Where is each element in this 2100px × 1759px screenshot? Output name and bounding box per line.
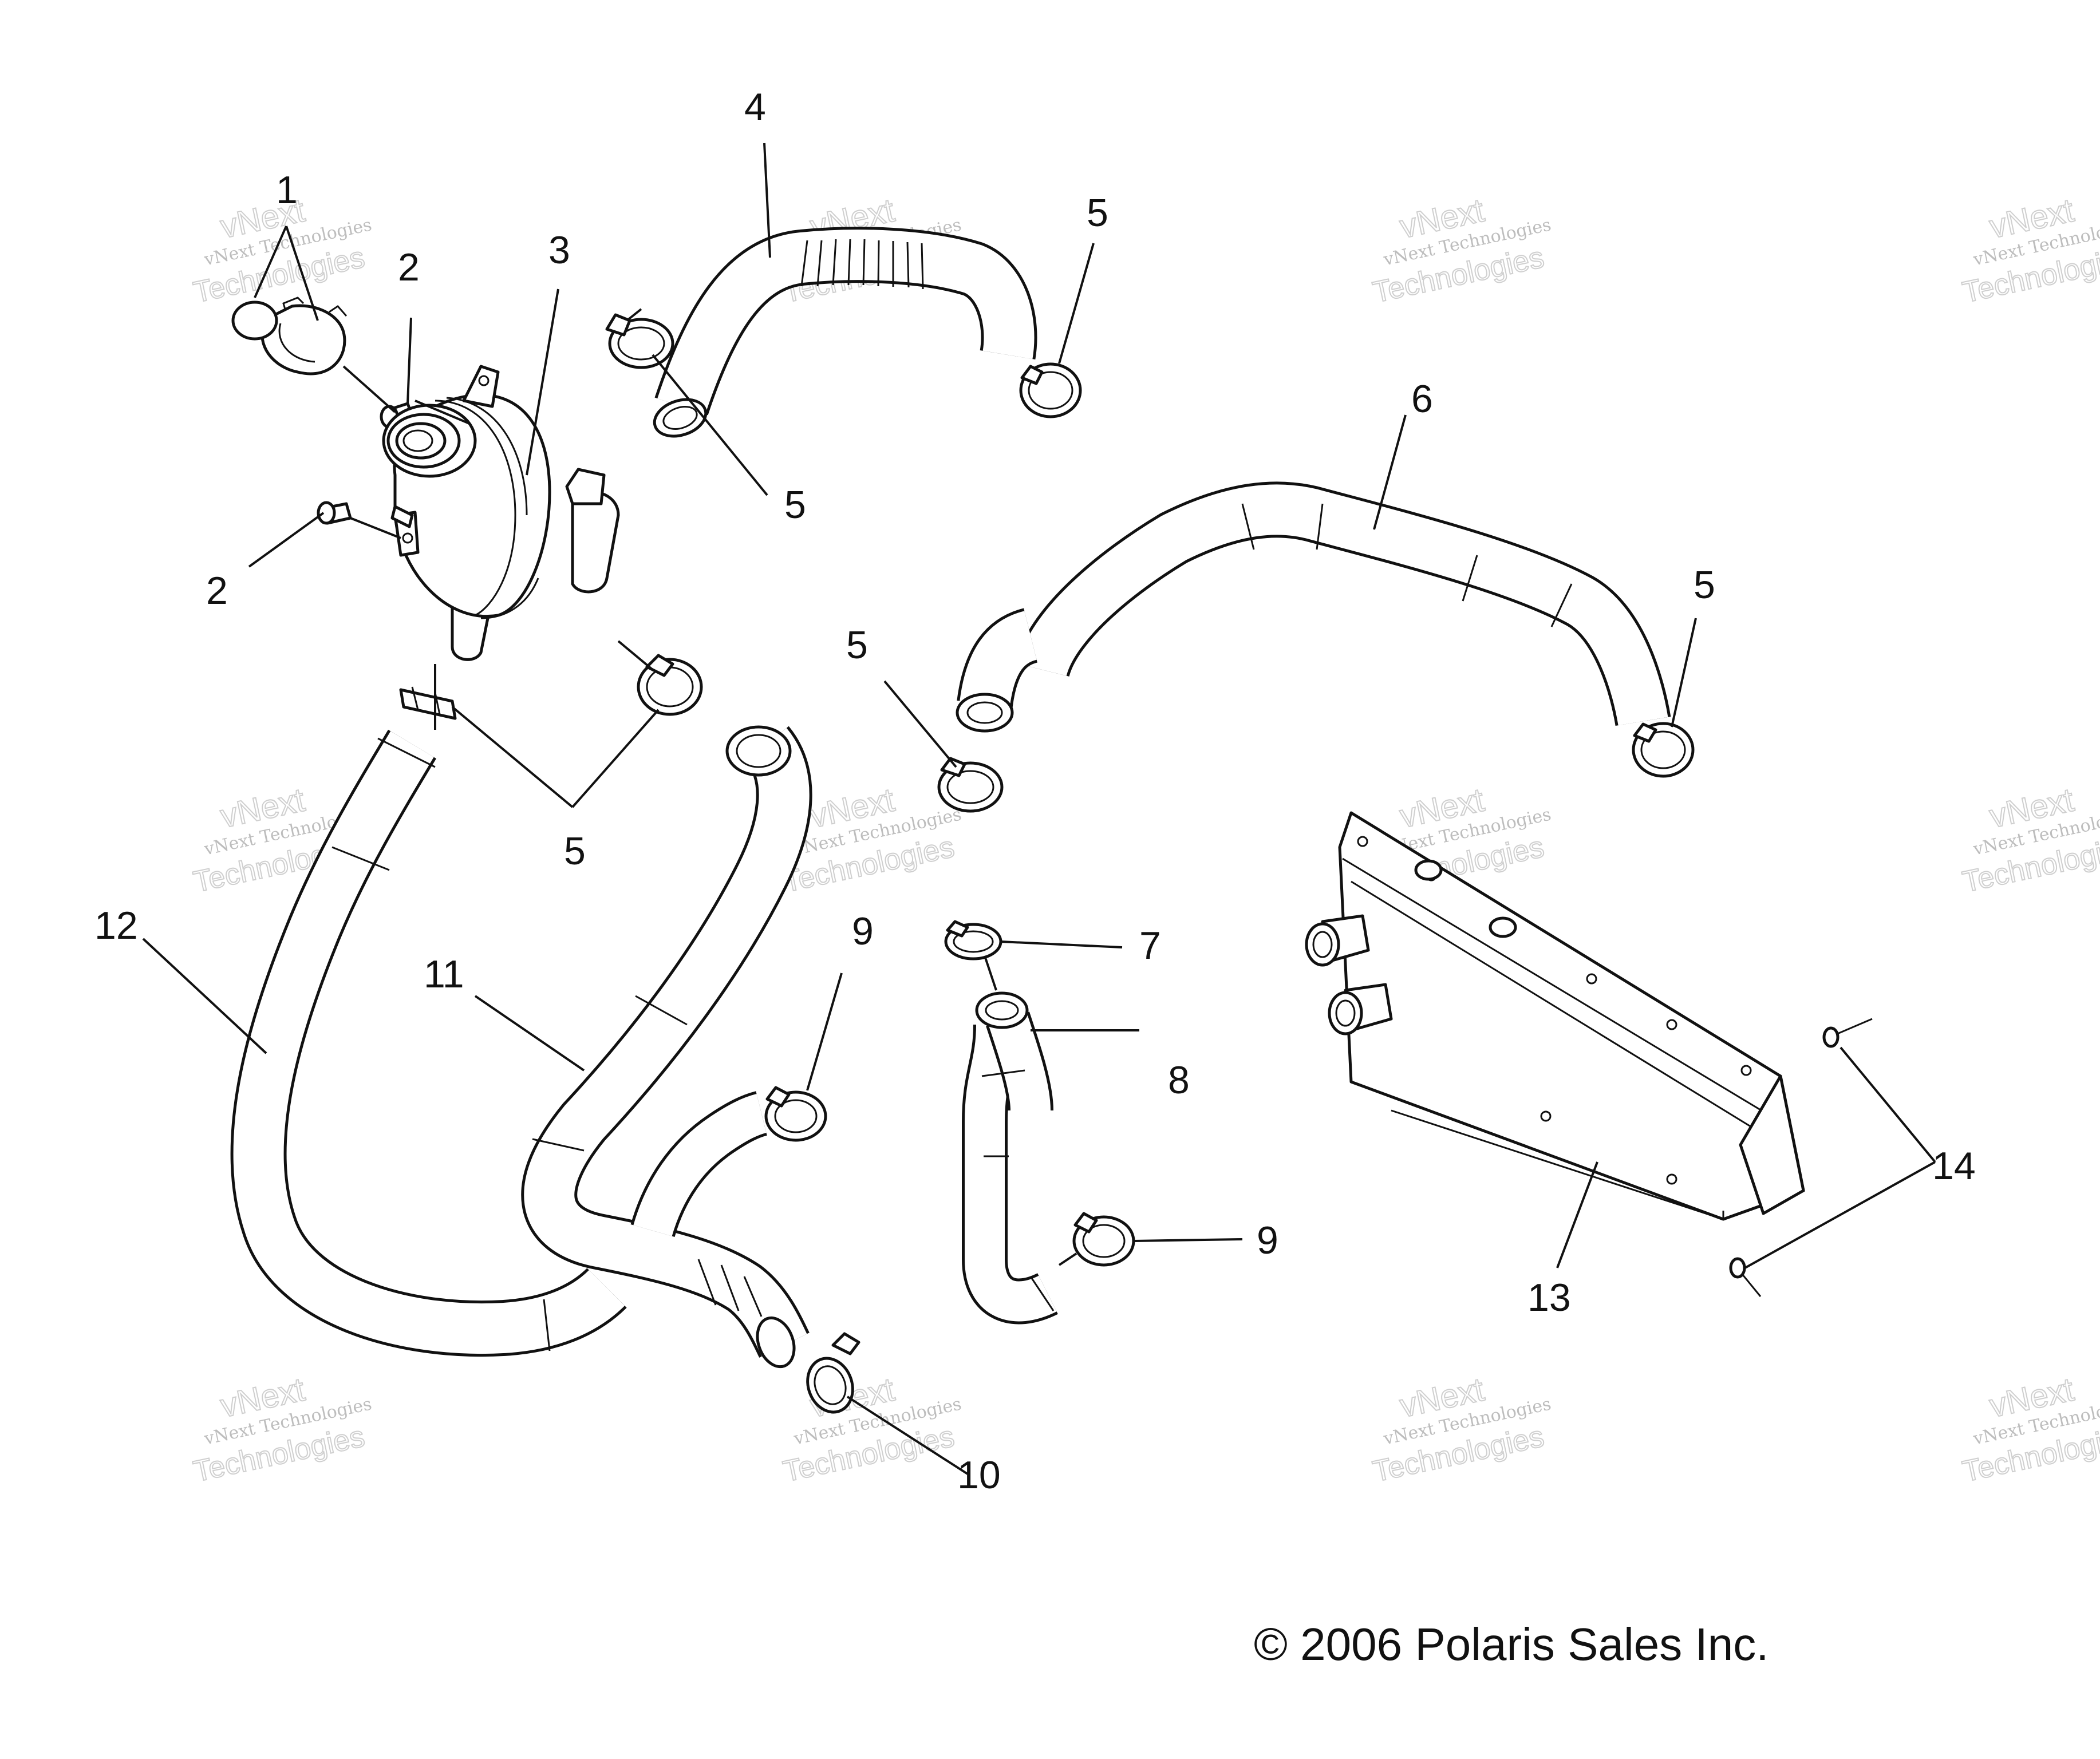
leader-2-lower xyxy=(248,512,325,568)
clamp-lower-part xyxy=(1072,1212,1135,1267)
leader-7-down xyxy=(984,955,997,991)
upper-hose-part xyxy=(653,227,1037,438)
left-hose-part xyxy=(230,729,627,1357)
callout-5-upper-mid: 5 xyxy=(784,483,806,527)
leader-3 xyxy=(526,288,559,476)
leader-9b xyxy=(1133,1238,1243,1242)
leader-14 xyxy=(1744,1046,1936,1269)
callout-3: 3 xyxy=(548,228,570,272)
radiator-cap-part xyxy=(231,297,348,375)
callout-1: 1 xyxy=(276,168,298,212)
callout-6: 6 xyxy=(1411,377,1433,421)
leader-2-upper xyxy=(406,317,412,404)
callout-2-upper: 2 xyxy=(398,246,420,289)
hose-clamp-part xyxy=(1632,722,1695,778)
leader-2-upper-b xyxy=(415,400,470,425)
leader-2-lower-b xyxy=(350,517,401,539)
callout-8: 8 xyxy=(1168,1058,1190,1102)
callout-9-lower: 9 xyxy=(1257,1219,1278,1262)
callout-5-mid: 5 xyxy=(846,623,868,667)
coolant-bottle-part xyxy=(382,365,620,661)
leader-5d xyxy=(883,680,957,768)
callout-12: 12 xyxy=(94,904,138,947)
watermark: vNext vNext Technologies Technologies xyxy=(780,1370,964,1489)
callout-10: 10 xyxy=(957,1453,1001,1497)
leader-lines xyxy=(142,143,1936,1475)
clamp-part xyxy=(806,1332,860,1414)
callout-9-upper: 9 xyxy=(852,910,874,953)
small-clamp-part xyxy=(944,920,1002,960)
y-hose-part xyxy=(521,725,812,1369)
leader-5e xyxy=(1671,618,1697,728)
leader-11 xyxy=(474,995,585,1072)
watermark: vNext vNext Technologies Technologies xyxy=(1959,191,2100,310)
leader-5a xyxy=(1058,243,1095,364)
watermark: vNext vNext Technologies Technologies xyxy=(190,1370,374,1489)
hose-clamp-part xyxy=(637,654,703,716)
callout-2-lower: 2 xyxy=(206,569,228,612)
long-hose-part xyxy=(956,481,1671,733)
callout-4: 4 xyxy=(744,85,766,129)
callout-5-top-right: 5 xyxy=(1087,191,1108,235)
callout-labels: 1 2 2 3 4 5 5 5 5 5 6 7 8 9 9 10 11 12 1… xyxy=(94,85,1976,1497)
leader-5c xyxy=(571,709,660,808)
callout-5-lower-left: 5 xyxy=(564,829,586,873)
leader-9b-b xyxy=(1058,1252,1077,1266)
hose-clamp-part xyxy=(605,313,674,369)
leader-7 xyxy=(1000,940,1123,948)
leader-5b xyxy=(652,354,768,496)
callout-13: 13 xyxy=(1527,1276,1571,1319)
clamp-upper-part xyxy=(764,1086,827,1142)
watermark: vNext vNext Technologies Technologies xyxy=(1369,1370,1553,1489)
callout-14: 14 xyxy=(1932,1144,1976,1188)
rivet-lower-part xyxy=(1729,1257,1762,1297)
leader-5c-b xyxy=(451,706,574,808)
callout-7: 7 xyxy=(1139,924,1161,967)
leader-10 xyxy=(846,1396,969,1475)
heat-exchanger-part xyxy=(1305,811,1805,1221)
leader-13 xyxy=(1556,1161,1598,1268)
hose-clamp-part xyxy=(937,757,1004,813)
leader-5c-top xyxy=(617,640,654,671)
watermark: vNext vNext Technologies Technologies xyxy=(1959,1370,2100,1489)
hose-clamp-part xyxy=(399,686,457,720)
watermark: vNext vNext Technologies Technologies xyxy=(1369,191,1553,310)
copyright-text: © 2006 Polaris Sales Inc. xyxy=(1254,1619,1769,1670)
leader-6 xyxy=(1373,414,1407,530)
leader-1-cap xyxy=(342,365,396,413)
leader-1 xyxy=(254,226,319,321)
bent-hose-part xyxy=(962,991,1058,1325)
hose-clamp-part xyxy=(1019,362,1082,418)
leader-12 xyxy=(142,938,267,1054)
leader-4 xyxy=(763,143,771,258)
leader-9a xyxy=(806,973,843,1091)
watermark: vNext vNext Technologies Technologies xyxy=(1959,781,2100,900)
rivet-upper-part xyxy=(1822,1018,1873,1048)
callout-11: 11 xyxy=(424,952,464,996)
watermark-group: vNext vNext Technologies Technologies vN… xyxy=(190,191,2100,1489)
leader-5b-up xyxy=(626,308,642,322)
callout-5-right: 5 xyxy=(1694,563,1715,607)
